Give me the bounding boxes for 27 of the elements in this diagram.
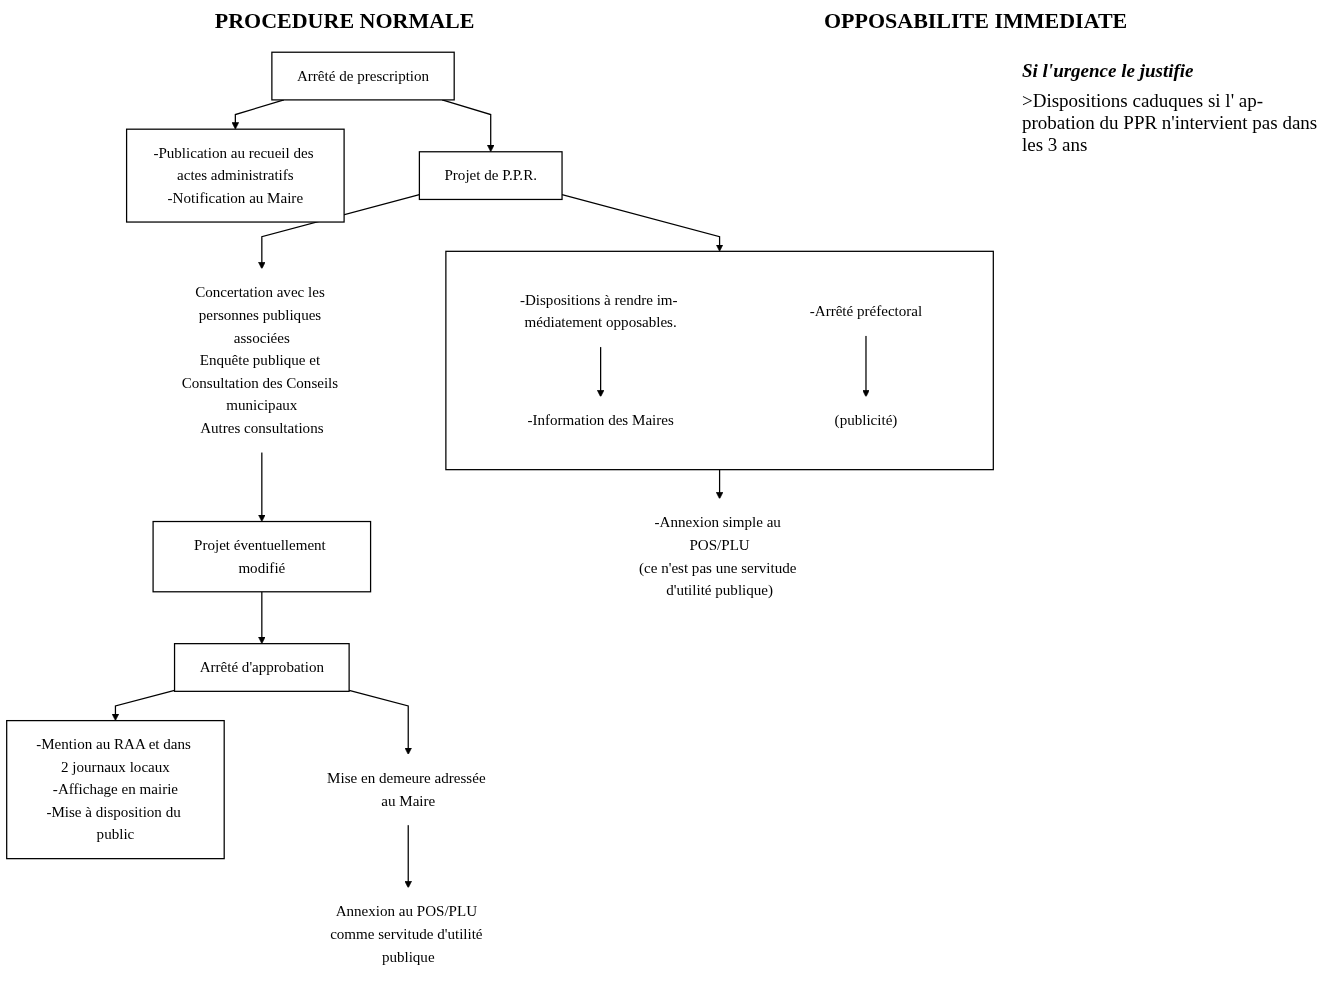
column-heading: OPPOSABILITE IMMEDIATE <box>823 8 1128 34</box>
node-text: Mise en demeure adressée au Maire <box>327 769 486 809</box>
arrow <box>258 591 266 644</box>
node-text: Annexion au POS/PLU comme servitude d'utilité publique <box>330 902 483 965</box>
cluster <box>445 250 994 471</box>
node-text: -Dispositions à rendre im- médiatement opposables. <box>519 291 678 331</box>
arrow <box>348 689 412 755</box>
node-text: -Annexion simple au POS/PLU (ce n'est pas une servitude d'utilité publique) <box>639 513 797 599</box>
arrow <box>862 334 870 398</box>
arrow <box>715 469 724 500</box>
node-text: (publicité) <box>834 411 898 429</box>
arrow <box>596 346 605 398</box>
note: Si l'urgence le justifie <box>1022 60 1195 82</box>
node-text: -Arrêté préfectoral <box>809 302 923 320</box>
node-box: Arrêté d'approbation <box>173 643 350 692</box>
column-heading: PROCEDURE NORMALE <box>214 8 475 34</box>
arrow <box>258 451 266 522</box>
arrow <box>111 689 176 721</box>
node-box: Projet éventuellement modifié <box>152 520 372 593</box>
node-text: Concertation avec les personnes publiques associées Enquête publique et Consultation des Conseils municipaux Autres consultations <box>181 283 339 437</box>
node-box: -Publication au recueil des actes administratifs -Notification au Maire <box>125 128 345 223</box>
node-text: -Information des Maires <box>527 411 674 429</box>
node-box: Arrêté de prescription <box>271 51 455 101</box>
node-box: Projet de P.P.R. <box>418 151 563 201</box>
node-box: -Mention au RAA et dans 2 journaux locaux -Affichage en mairie -Mise à disposition du public <box>6 720 225 860</box>
arrow <box>404 824 412 889</box>
note: >Dispositions caduques si l' ap- probation du PPR n'intervient pas dans les 3 ans <box>1022 90 1319 156</box>
